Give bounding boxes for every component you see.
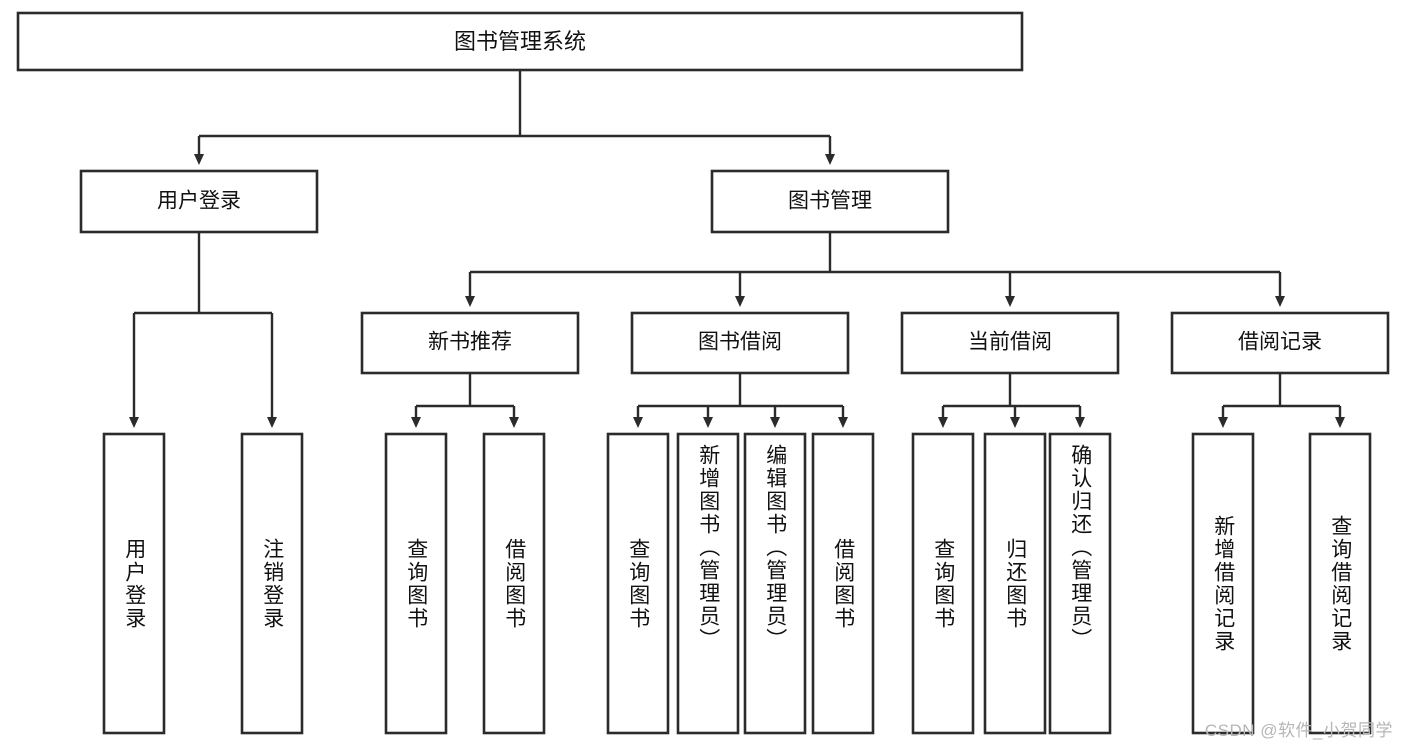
node-layer: 图书管理系统 用户登录 图书管理 新书推荐 图书借阅 当前借阅 借阅记录 (16, 11, 1390, 735)
node-user-login-label: 用户登录 (157, 190, 241, 213)
node-borrow-record-label: 借阅记录 (1238, 331, 1322, 354)
leaf-query-borrow-record-box[interactable] (1308, 432, 1372, 735)
node-new-book-recommend-box[interactable] (360, 311, 580, 375)
node-borrow-record-box[interactable] (1170, 311, 1390, 375)
leaf-borrow-book-recommend-box[interactable] (482, 432, 546, 735)
leaf-add-book-admin-box[interactable] (676, 432, 740, 735)
connector-layer (129, 70, 1345, 428)
node-current-borrow-box[interactable] (900, 311, 1120, 375)
node-user-login-box[interactable] (79, 169, 319, 234)
node-root-label: 图书管理系统 (454, 29, 586, 54)
leaf-query-book-current-box[interactable] (911, 432, 975, 735)
leaf-borrow-book-box[interactable] (811, 432, 875, 735)
node-current-borrow-label: 当前借阅 (968, 331, 1052, 354)
leaf-return-book-box[interactable] (983, 432, 1047, 735)
leaf-edit-book-admin-box[interactable] (743, 432, 807, 735)
node-root-box[interactable] (16, 11, 1024, 72)
node-book-borrow-box[interactable] (630, 311, 850, 375)
node-new-book-recommend-label: 新书推荐 (428, 331, 512, 354)
node-book-management-box[interactable] (710, 169, 950, 234)
node-book-management-label: 图书管理 (788, 190, 872, 213)
leaf-logout-login-box[interactable] (240, 432, 304, 735)
node-book-borrow-label: 图书借阅 (698, 331, 782, 354)
leaf-confirm-return-admin-box[interactable] (1048, 432, 1112, 735)
leaf-query-book-recommend-box[interactable] (384, 432, 448, 735)
leaf-user-login-box[interactable] (102, 432, 166, 735)
leaf-add-borrow-record-box[interactable] (1191, 432, 1255, 735)
leaf-query-book-borrow-box[interactable] (606, 432, 670, 735)
